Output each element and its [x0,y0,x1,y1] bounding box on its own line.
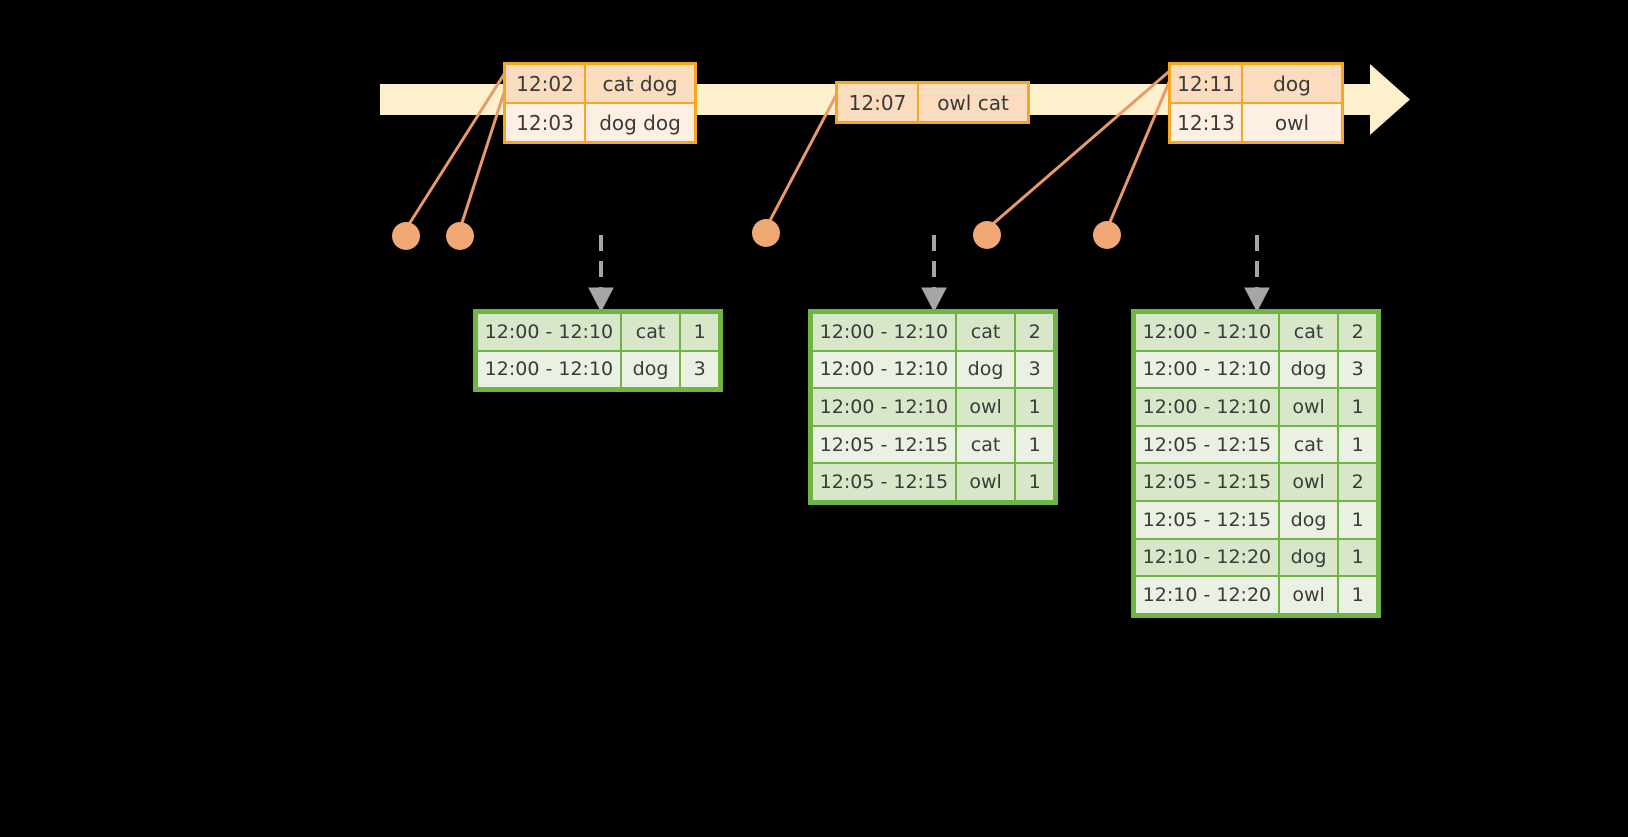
table-row[interactable]: 12:10 - 12:20 owl 1 [1136,577,1376,613]
count-cell: 1 [1016,426,1053,463]
table-row[interactable]: 12:05 - 12:15 cat 1 [1136,426,1376,463]
count-cell: 1 [1339,539,1376,576]
emit-arrow-3 [1244,235,1270,313]
table-row[interactable]: 12:00 - 12:10 dog 3 [478,351,718,388]
word-cell: dog [1279,501,1338,538]
marker-dot-4 [973,221,1001,249]
marker-dot-2 [446,222,474,250]
count-cell: 2 [1339,464,1376,500]
event-words: dog dog [586,104,694,141]
event-time: 12:03 [506,104,586,141]
window-cell: 12:10 - 12:20 [1136,539,1278,576]
event-group-3[interactable]: 12:11 dog 12:13 owl [1168,62,1344,144]
word-cell: owl [956,389,1015,425]
count-cell: 2 [1016,314,1053,350]
window-cell: 12:10 - 12:20 [1136,577,1278,613]
table-row[interactable]: 12:05 - 12:15 dog 1 [1136,501,1376,538]
window-cell: 12:00 - 12:10 [813,314,955,350]
count-cell: 1 [681,314,718,350]
window-cell: 12:00 - 12:10 [1136,351,1278,388]
event-row[interactable]: 12:13 owl [1171,102,1341,141]
window-result-table-1[interactable]: 12:00 - 12:10 cat 1 12:00 - 12:10 dog 3 [473,309,723,393]
table-row[interactable]: 12:00 - 12:10 owl 1 [1136,389,1376,425]
count-cell: 1 [1339,426,1376,463]
table-row[interactable]: 12:05 - 12:15 cat 1 [813,426,1053,463]
window-cell: 12:00 - 12:10 [1136,389,1278,425]
event-words: owl cat [919,84,1027,121]
window-cell: 12:00 - 12:10 [478,351,620,388]
table-row[interactable]: 12:05 - 12:15 owl 1 [813,464,1053,500]
count-cell: 3 [1339,351,1376,388]
event-time: 12:11 [1171,65,1243,102]
window-cell: 12:00 - 12:10 [813,351,955,388]
window-cell: 12:00 - 12:10 [478,314,620,350]
event-row[interactable]: 12:03 dog dog [506,102,694,141]
event-row[interactable]: 12:07 owl cat [838,84,1027,121]
word-cell: owl [1279,577,1338,613]
event-time: 12:13 [1171,104,1243,141]
word-cell: cat [956,426,1015,463]
count-cell: 1 [1016,389,1053,425]
event-group-2[interactable]: 12:07 owl cat [835,81,1030,124]
count-cell: 3 [681,351,718,388]
event-time: 12:02 [506,65,586,102]
marker-dots [392,219,1121,250]
event-words: dog [1243,65,1341,102]
event-row[interactable]: 12:11 dog [1171,65,1341,102]
word-cell: owl [1279,389,1338,425]
emit-arrows [588,235,1270,313]
emit-arrow-1 [588,235,614,313]
word-cell: cat [956,314,1015,350]
window-cell: 12:05 - 12:15 [813,464,955,500]
window-cell: 12:05 - 12:15 [1136,501,1278,538]
window-cell: 12:00 - 12:10 [1136,314,1278,350]
window-result-table-3[interactable]: 12:00 - 12:10 cat 2 12:00 - 12:10 dog 3 … [1131,309,1381,618]
word-cell: cat [621,314,680,350]
marker-dot-3 [752,219,780,247]
count-cell: 1 [1339,501,1376,538]
word-cell: owl [956,464,1015,500]
count-cell: 2 [1339,314,1376,350]
window-cell: 12:05 - 12:15 [1136,426,1278,463]
count-cell: 1 [1016,464,1053,500]
event-group-1[interactable]: 12:02 cat dog 12:03 dog dog [503,62,697,144]
window-cell: 12:00 - 12:10 [813,389,955,425]
table-row[interactable]: 12:00 - 12:10 cat 2 [1136,314,1376,350]
window-cell: 12:05 - 12:15 [813,426,955,463]
emit-arrow-2 [921,235,947,313]
event-time: 12:07 [838,84,919,121]
count-cell: 1 [1339,577,1376,613]
word-cell: owl [1279,464,1338,500]
event-row[interactable]: 12:02 cat dog [506,65,694,102]
marker-dot-1 [392,222,420,250]
count-cell: 3 [1016,351,1053,388]
word-cell: dog [1279,539,1338,576]
count-cell: 1 [1339,389,1376,425]
word-cell: dog [621,351,680,388]
word-cell: dog [1279,351,1338,388]
table-row[interactable]: 12:00 - 12:10 cat 1 [478,314,718,350]
table-row[interactable]: 12:00 - 12:10 dog 3 [813,351,1053,388]
table-row[interactable]: 12:00 - 12:10 dog 3 [1136,351,1376,388]
window-result-table-2[interactable]: 12:00 - 12:10 cat 2 12:00 - 12:10 dog 3 … [808,309,1058,505]
table-row[interactable]: 12:05 - 12:15 owl 2 [1136,464,1376,500]
event-words: owl [1243,104,1341,141]
table-row[interactable]: 12:00 - 12:10 cat 2 [813,314,1053,350]
window-cell: 12:05 - 12:15 [1136,464,1278,500]
word-cell: cat [1279,314,1338,350]
word-cell: cat [1279,426,1338,463]
table-row[interactable]: 12:10 - 12:20 dog 1 [1136,539,1376,576]
marker-dot-5 [1093,221,1121,249]
table-row[interactable]: 12:00 - 12:10 owl 1 [813,389,1053,425]
event-words: cat dog [586,65,694,102]
word-cell: dog [956,351,1015,388]
